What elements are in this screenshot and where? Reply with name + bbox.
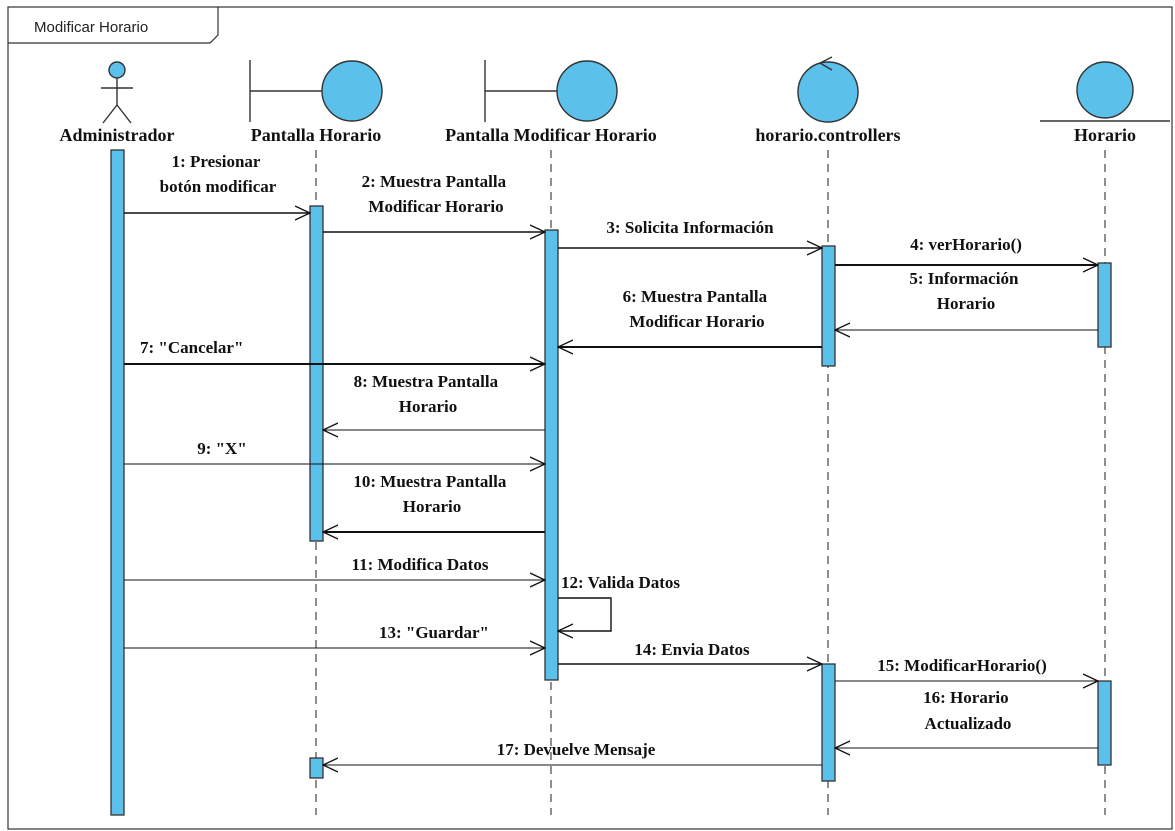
- lifeline-label: Pantalla Horario: [251, 125, 381, 145]
- message-line: 8: Muestra Pantalla: [354, 372, 499, 391]
- message-label: 3: Solicita Información: [606, 218, 774, 237]
- message-label: 11: Modifica Datos: [352, 555, 489, 574]
- message-12-arrow: [558, 597, 612, 631]
- message-label: 5: Información Horario: [909, 269, 1022, 313]
- control-icon: [797, 56, 859, 123]
- lifeline-horario-controllers: horario.controllers: [755, 56, 901, 145]
- message-line: 1: Presionar: [172, 152, 261, 171]
- activation-horario-2: [1097, 680, 1112, 766]
- message-line: 17: Devuelve Mensaje: [497, 740, 656, 759]
- message-line: 7: "Cancelar": [140, 338, 243, 357]
- activation-admin: [110, 149, 125, 816]
- message-line: 10: Muestra Pantalla: [353, 472, 506, 491]
- message-line: Modificar Horario: [629, 312, 764, 331]
- message-label: 2: Muestra Pantalla Modificar Horario: [362, 172, 511, 216]
- actor-icon: [101, 61, 133, 124]
- message-label: 16: Horario Actualizado: [923, 688, 1013, 733]
- boundary-icon: [249, 60, 383, 122]
- message-label: 10: Muestra Pantalla Horario: [353, 472, 510, 516]
- message-label: 7: "Cancelar": [140, 338, 243, 357]
- message-line: 11: Modifica Datos: [352, 555, 489, 574]
- lifeline-label: Horario: [1074, 125, 1136, 145]
- lifeline-admin: Administrador: [59, 61, 175, 145]
- message-line: 14: Envia Datos: [634, 640, 750, 659]
- message-label: 17: Devuelve Mensaje: [497, 740, 656, 759]
- message-line: Horario: [937, 294, 996, 313]
- activation-controllers-1: [821, 245, 836, 367]
- message-line: 12: Valida Datos: [561, 573, 680, 592]
- message-line: 2: Muestra Pantalla: [362, 172, 507, 191]
- message-label: 1: Presionar botón modificar: [160, 152, 277, 196]
- diagram-frame: Modificar Horario: [7, 6, 1173, 830]
- lifeline-horario: Horario: [1040, 61, 1170, 145]
- message-line: Horario: [403, 497, 462, 516]
- message-label: 4: verHorario(): [910, 235, 1022, 254]
- activation-bars: [110, 149, 1112, 816]
- activation-controllers-2: [821, 663, 836, 782]
- activation-pantalla-modificar-horario: [544, 229, 559, 681]
- message-line: 6: Muestra Pantalla: [623, 287, 768, 306]
- activation-pantalla-horario: [309, 205, 324, 542]
- entity-icon: [1040, 61, 1170, 122]
- message-line: 16: Horario: [923, 688, 1008, 707]
- activation-horario-1: [1097, 262, 1112, 348]
- message-label: 14: Envia Datos: [634, 640, 750, 659]
- message-line: 4: verHorario(): [910, 235, 1022, 254]
- lifeline-pantalla-modificar-horario: Pantalla Modificar Horario: [445, 60, 657, 145]
- message-label: 9: "X": [197, 439, 247, 458]
- frame-title: Modificar Horario: [34, 19, 148, 36]
- message-label: 13: "Guardar": [379, 623, 489, 642]
- message-line: 9: "X": [197, 439, 247, 458]
- lifeline-label: Pantalla Modificar Horario: [445, 125, 657, 145]
- lifeline-label: horario.controllers: [755, 125, 900, 145]
- message-line: Actualizado: [925, 714, 1012, 733]
- message-label: 12: Valida Datos: [561, 573, 680, 592]
- lifeline-label: Administrador: [59, 125, 174, 145]
- message-labels: 1: Presionar botón modificar 2: Muestra …: [140, 152, 1047, 759]
- message-line: 5: Información: [909, 269, 1019, 288]
- message-label: 6: Muestra Pantalla Modificar Horario: [623, 287, 772, 331]
- message-line: 15: ModificarHorario(): [877, 656, 1046, 675]
- activation-pantalla-horario-2: [309, 757, 324, 779]
- message-line: Modificar Horario: [368, 197, 503, 216]
- message-line: 3: Solicita Información: [606, 218, 774, 237]
- message-line: Horario: [399, 397, 458, 416]
- messages: [124, 213, 1098, 765]
- lifeline-pantalla-horario: Pantalla Horario: [249, 60, 383, 145]
- message-label: 15: ModificarHorario(): [877, 656, 1046, 675]
- message-label: 8: Muestra Pantalla Horario: [354, 372, 503, 416]
- boundary-icon: [484, 60, 618, 122]
- message-line: botón modificar: [160, 177, 277, 196]
- message-line: 13: "Guardar": [379, 623, 489, 642]
